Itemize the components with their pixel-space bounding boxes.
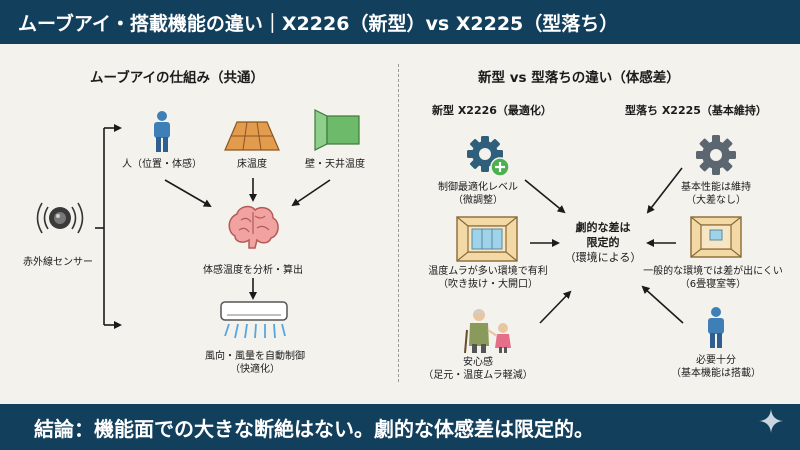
footer-banner: 結論：機能面での大きな断絶はない。劇的な体感差は限定的。 — [0, 404, 800, 450]
elderly-and-child-icon — [464, 309, 511, 354]
floor-label: 床温度 — [237, 159, 267, 170]
old-item-3: 必要十分 （基本機能は搭載） — [656, 354, 776, 380]
small-room-icon — [690, 216, 742, 258]
new-item-2: 温度ムラが多い環境で有利 （吹き抜け・大開口） — [413, 265, 563, 291]
gear-icon — [696, 135, 736, 175]
old-item-1: 基本性能は維持 （大差なし） — [656, 181, 776, 207]
center-conclusion: 劇的な差は 限定的 （環境による） — [553, 220, 653, 265]
analysis-label: 体感温度を分析・算出 — [203, 265, 303, 276]
infrared-sensor-icon — [36, 202, 84, 234]
standing-person-icon — [708, 307, 724, 348]
air-conditioner-icon — [220, 301, 288, 339]
new-model-heading: 新型 X2226（最適化） — [432, 104, 552, 117]
control-label: 風向・風量を自動制御 （快適化） — [185, 350, 325, 376]
old-item-3-line2: （基本機能は搭載） — [671, 368, 761, 379]
new-item-2-line2: （吹き抜け・大開口） — [438, 279, 538, 290]
person-label: 人（位置・体感） — [122, 159, 202, 170]
center-line1: 劇的な差は — [575, 221, 631, 234]
new-item-3-line1: 安心感 — [463, 357, 493, 368]
person-icon — [154, 111, 170, 152]
center-line2: 限定的 — [586, 236, 620, 249]
new-item-2-line1: 温度ムラが多い環境で有利 — [428, 266, 548, 277]
gear-plus-icon — [467, 136, 510, 177]
wall-label: 壁・天井温度 — [305, 159, 365, 170]
new-item-1-line1: 制御最適化レベル — [438, 182, 518, 193]
old-item-1-line2: （大差なし） — [686, 195, 746, 206]
new-item-1: 制御最適化レベル （微調整） — [418, 181, 538, 207]
floor-icon — [224, 121, 280, 151]
page-title: ムーブアイ・搭載機能の違い｜X2226（新型）vs X2225（型落ち） — [18, 12, 619, 35]
old-model-heading: 型落ち X2225（基本維持） — [625, 104, 767, 117]
sparkle-icon — [759, 409, 783, 433]
new-item-1-line2: （微調整） — [453, 195, 503, 206]
wall-icon — [314, 109, 360, 151]
control-label-line2: （快適化） — [230, 364, 280, 375]
center-line3: （環境による） — [564, 251, 642, 264]
new-item-3-line2: （足元・温度ムラ軽減） — [423, 370, 533, 381]
old-item-1-line1: 基本性能は維持 — [681, 182, 751, 193]
old-item-2-line2: （6畳寝室等） — [679, 279, 747, 290]
conclusion-text: 結論：機能面での大きな断絶はない。劇的な体感差は限定的。 — [34, 416, 594, 441]
control-label-line1: 風向・風量を自動制御 — [205, 351, 305, 362]
right-section-title: 新型 vs 型落ちの違い（体感差） — [478, 70, 680, 86]
old-item-3-line1: 必要十分 — [696, 355, 736, 366]
header-banner: ムーブアイ・搭載機能の違い｜X2226（新型）vs X2225（型落ち） — [0, 0, 800, 44]
open-room-icon — [456, 216, 518, 262]
infrared-sensor-label: 赤外線センサー — [23, 257, 93, 268]
old-item-2: 一般的な環境では差が出にくい （6畳寝室等） — [628, 265, 798, 291]
left-section-title: ムーブアイの仕組み（共通） — [90, 70, 265, 86]
old-item-2-line1: 一般的な環境では差が出にくい — [643, 266, 783, 277]
section-divider — [398, 64, 399, 382]
new-item-3: 安心感 （足元・温度ムラ軽減） — [418, 356, 538, 382]
brain-icon — [228, 205, 279, 249]
